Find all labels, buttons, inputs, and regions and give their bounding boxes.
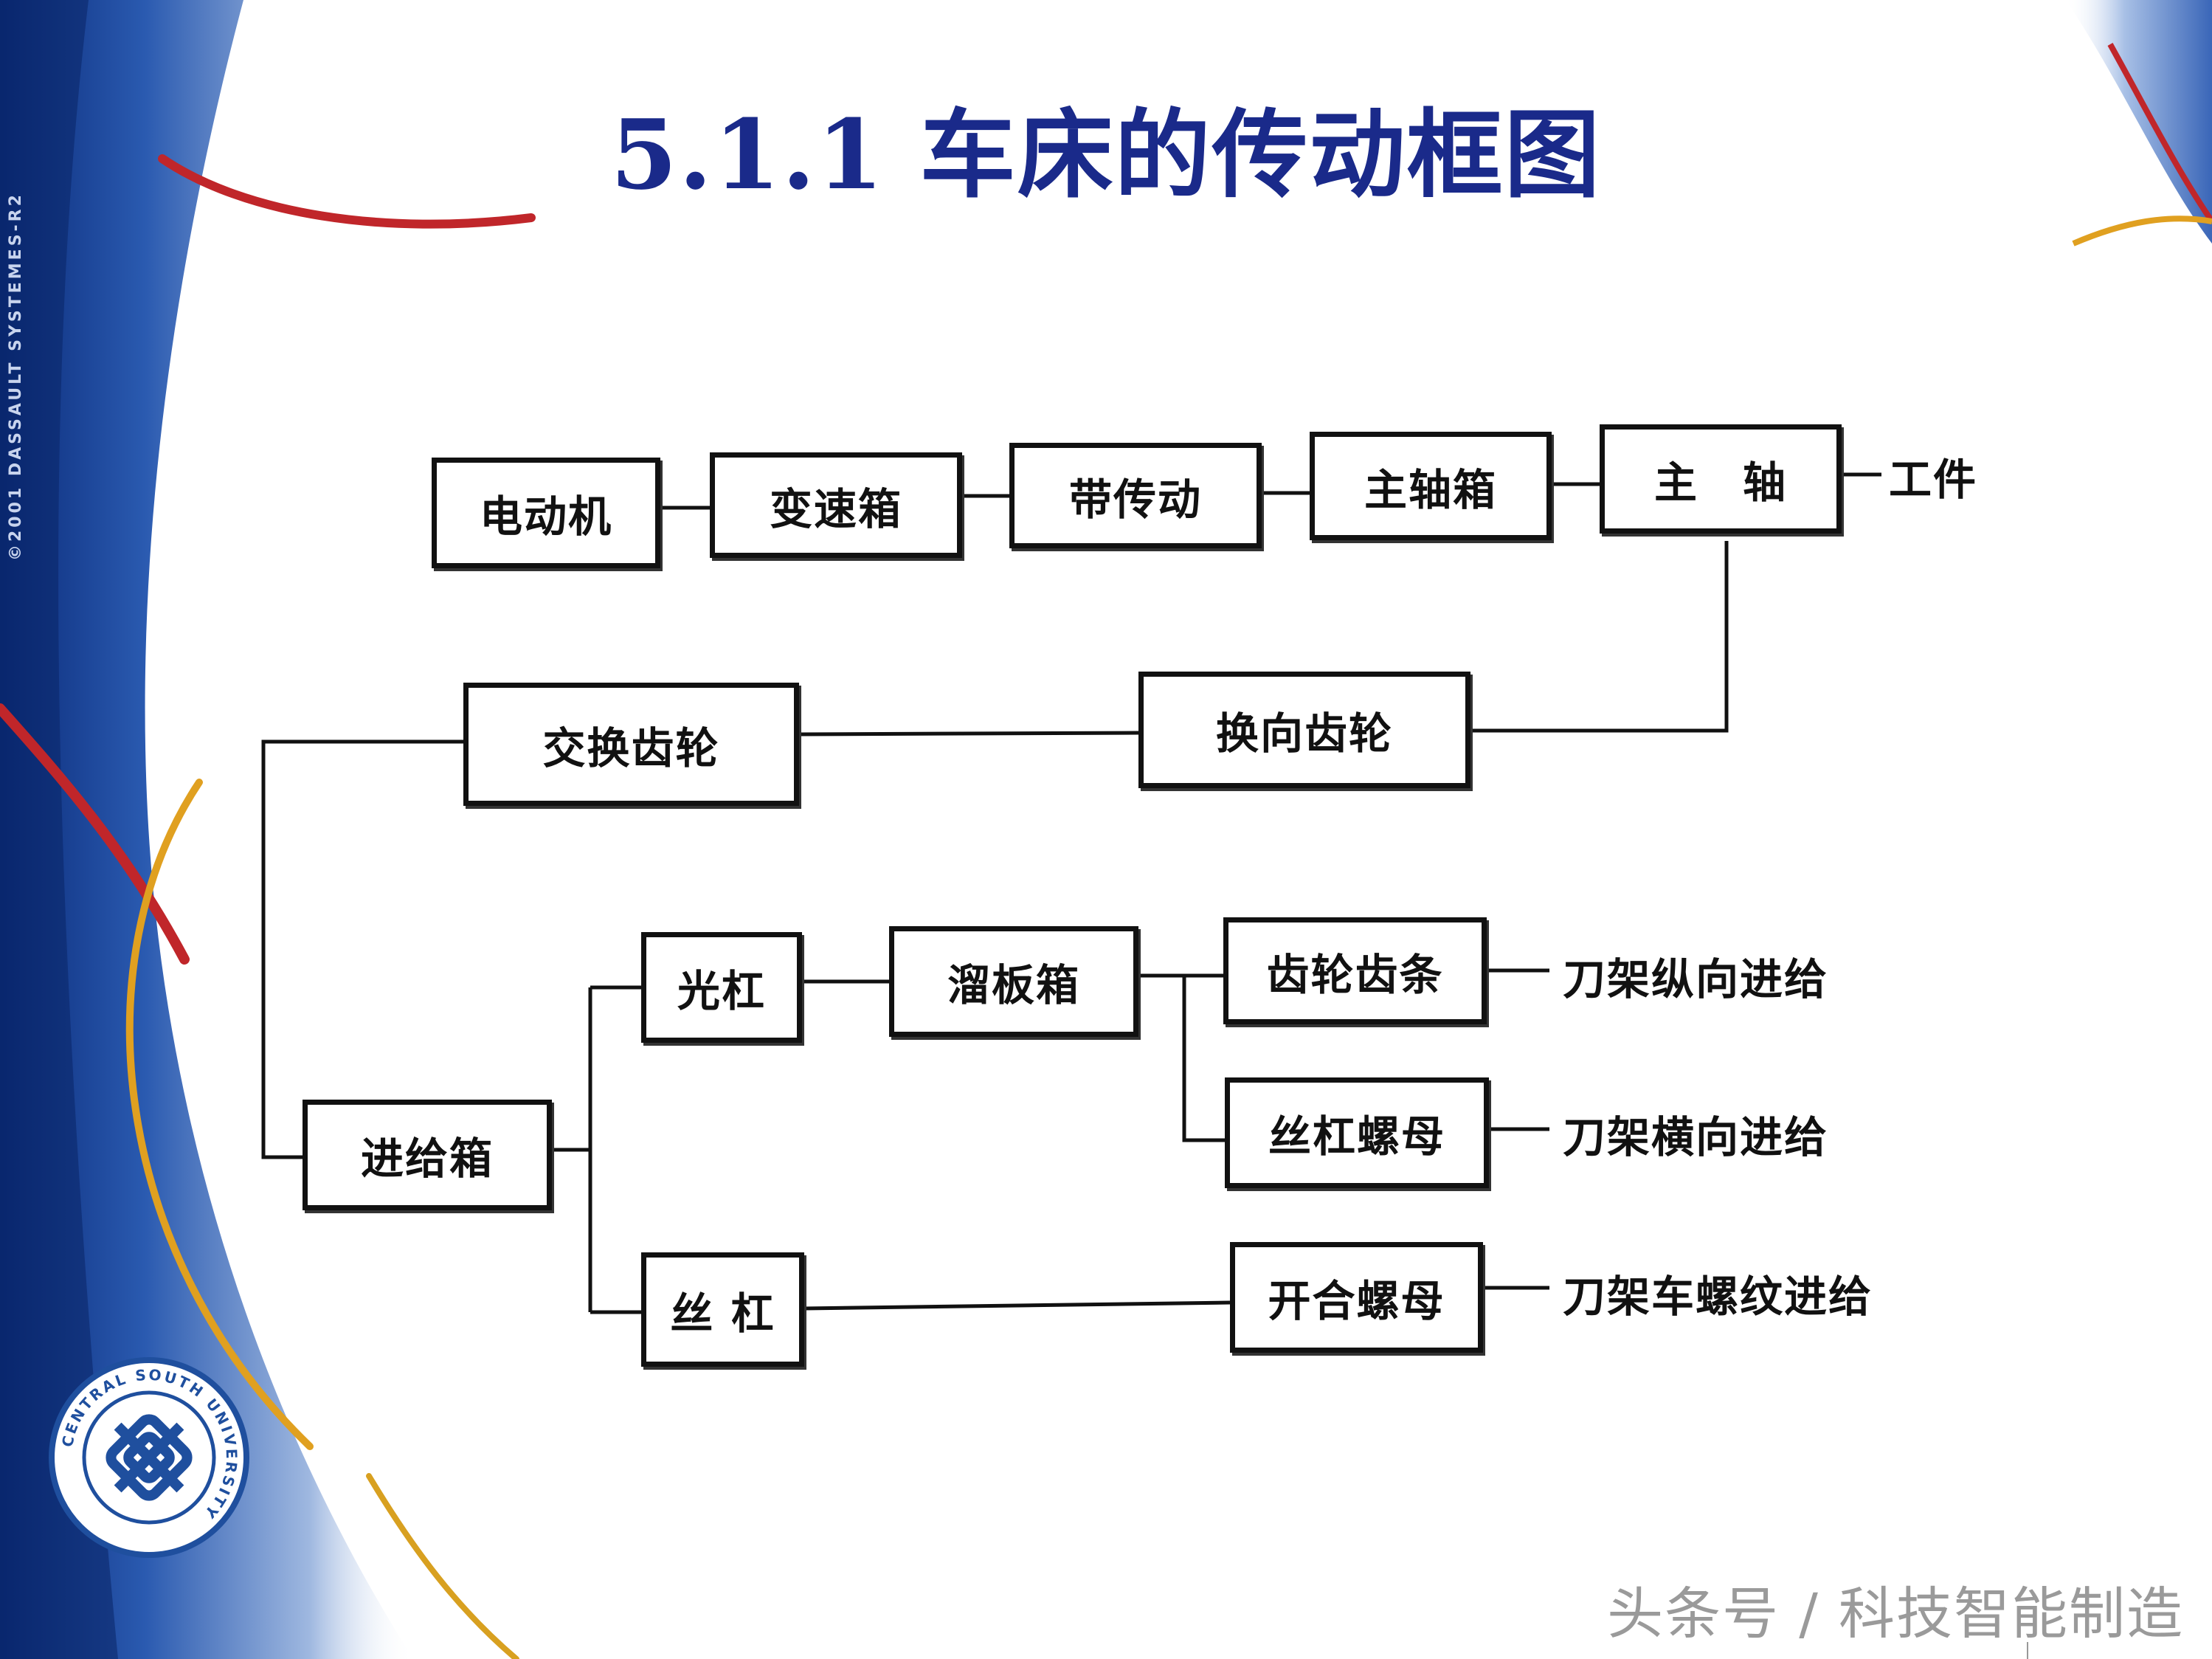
node-headstock: 主轴箱 — [1310, 432, 1552, 540]
node-motor: 电动机 — [432, 458, 660, 568]
edge-changegear-feedbox — [261, 739, 463, 1159]
output-longitudinal-feed: 刀架纵向进给 — [1563, 954, 1829, 1004]
node-feed-box: 进给箱 — [303, 1100, 552, 1210]
node-apron: 溜板箱 — [889, 926, 1138, 1037]
node-reversing-gear: 换向齿轮 — [1138, 672, 1470, 788]
output-cross-feed: 刀架横向进给 — [1563, 1112, 1829, 1162]
node-label: 变速箱 — [769, 483, 902, 534]
node-label: 电动机 — [479, 492, 612, 542]
node-label: 主 轴 — [1653, 458, 1787, 508]
node-label: 带传动 — [1068, 474, 1202, 525]
node-change-gear: 交换齿轮 — [463, 683, 799, 806]
vertical-copyright-text: ©2001 DASSAULT SYSTEMES-R2 — [7, 192, 25, 561]
node-label: 交换齿轮 — [542, 722, 720, 773]
node-belt-drive: 带传动 — [1009, 443, 1262, 548]
node-lead-screw: 丝 杠 — [641, 1252, 804, 1367]
node-spindle: 主 轴 — [1600, 424, 1842, 534]
node-label: 光杠 — [677, 966, 766, 1016]
output-thread-feed: 刀架车螺纹进给 — [1563, 1272, 1873, 1322]
edge-reversing-changegear — [798, 731, 1139, 737]
edge-leadscrew-splitnut — [803, 1300, 1231, 1311]
node-feed-rod: 光杠 — [641, 932, 802, 1043]
node-rack-pinion: 齿轮齿条 — [1223, 917, 1487, 1024]
node-label: 开合螺母 — [1268, 1276, 1445, 1326]
node-label: 丝杠螺母 — [1268, 1111, 1445, 1162]
edge-spindle-reversing — [1470, 541, 1729, 733]
slide-title: 5.1.1 车床的传动框图 — [610, 98, 1602, 211]
node-label: 进给箱 — [360, 1134, 494, 1184]
node-label: 换向齿轮 — [1215, 708, 1393, 759]
node-screw-nut: 丝杠螺母 — [1225, 1077, 1489, 1188]
node-label: 丝 杠 — [670, 1288, 775, 1339]
edge-apron-screwnut — [1182, 976, 1225, 1142]
watermark-text: 头条号 / 科技智能制造 — [1607, 1581, 2184, 1646]
node-split-nut: 开合螺母 — [1230, 1242, 1483, 1353]
output-workpiece: 工件 — [1889, 455, 1978, 505]
node-label: 溜板箱 — [947, 960, 1080, 1010]
node-label: 齿轮齿条 — [1266, 949, 1444, 1000]
node-gearbox: 变速箱 — [710, 452, 962, 558]
node-label: 主轴箱 — [1364, 464, 1497, 515]
university-seal-icon: CENTRAL SOUTH UNIVERSITY — [49, 1357, 249, 1558]
